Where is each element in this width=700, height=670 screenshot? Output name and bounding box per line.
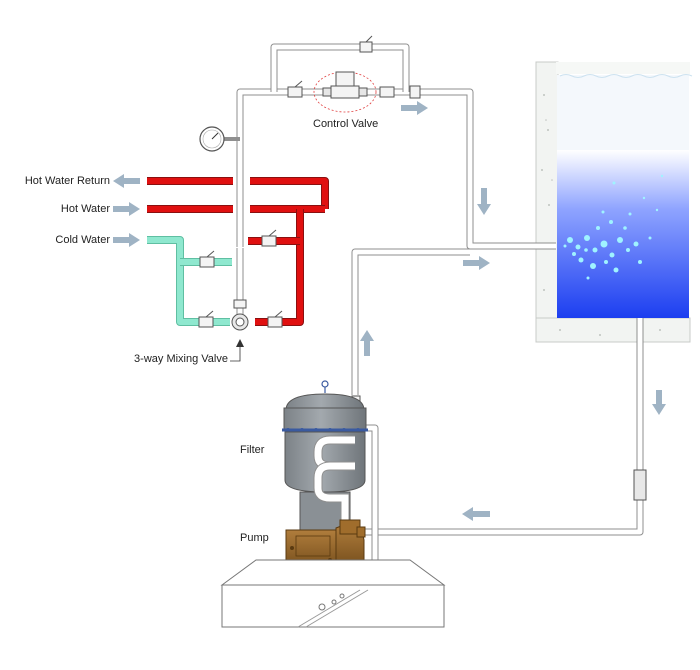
label-cold-water: Cold Water xyxy=(55,234,110,246)
arrow-cold-water-right xyxy=(113,233,140,247)
label-mixing-valve: 3-way Mixing Valve xyxy=(134,353,228,365)
arrow-to-pool xyxy=(463,256,490,270)
control-valve xyxy=(313,71,377,113)
pressure-gauge-icon xyxy=(199,126,240,152)
label-pump: Pump xyxy=(240,532,269,544)
flow-arrows xyxy=(113,101,666,521)
arrow-left-bottom xyxy=(462,507,490,521)
label-hot-water-return: Hot Water Return xyxy=(24,175,110,187)
arrow-hot-water-right xyxy=(113,202,140,216)
filter-tank xyxy=(282,380,368,531)
arrow-down-2 xyxy=(652,390,666,415)
label-filter: Filter xyxy=(240,444,265,456)
main-pipes xyxy=(236,43,644,578)
pool-water xyxy=(557,150,689,318)
arrow-up xyxy=(360,330,374,356)
arrow-top-right xyxy=(401,101,428,115)
bubbles xyxy=(563,174,664,280)
equipment-stand xyxy=(220,559,446,628)
label-hot-water: Hot Water xyxy=(60,203,110,215)
mixing-valve-leader-arrow xyxy=(236,339,244,347)
label-control-valve: Control Valve xyxy=(313,118,379,130)
arrow-down-1 xyxy=(477,188,491,215)
arrow-hot-return-left xyxy=(113,174,140,188)
pool-tank xyxy=(535,61,693,343)
mixing-valve-leader xyxy=(230,345,241,362)
cold-pipes xyxy=(147,236,232,326)
